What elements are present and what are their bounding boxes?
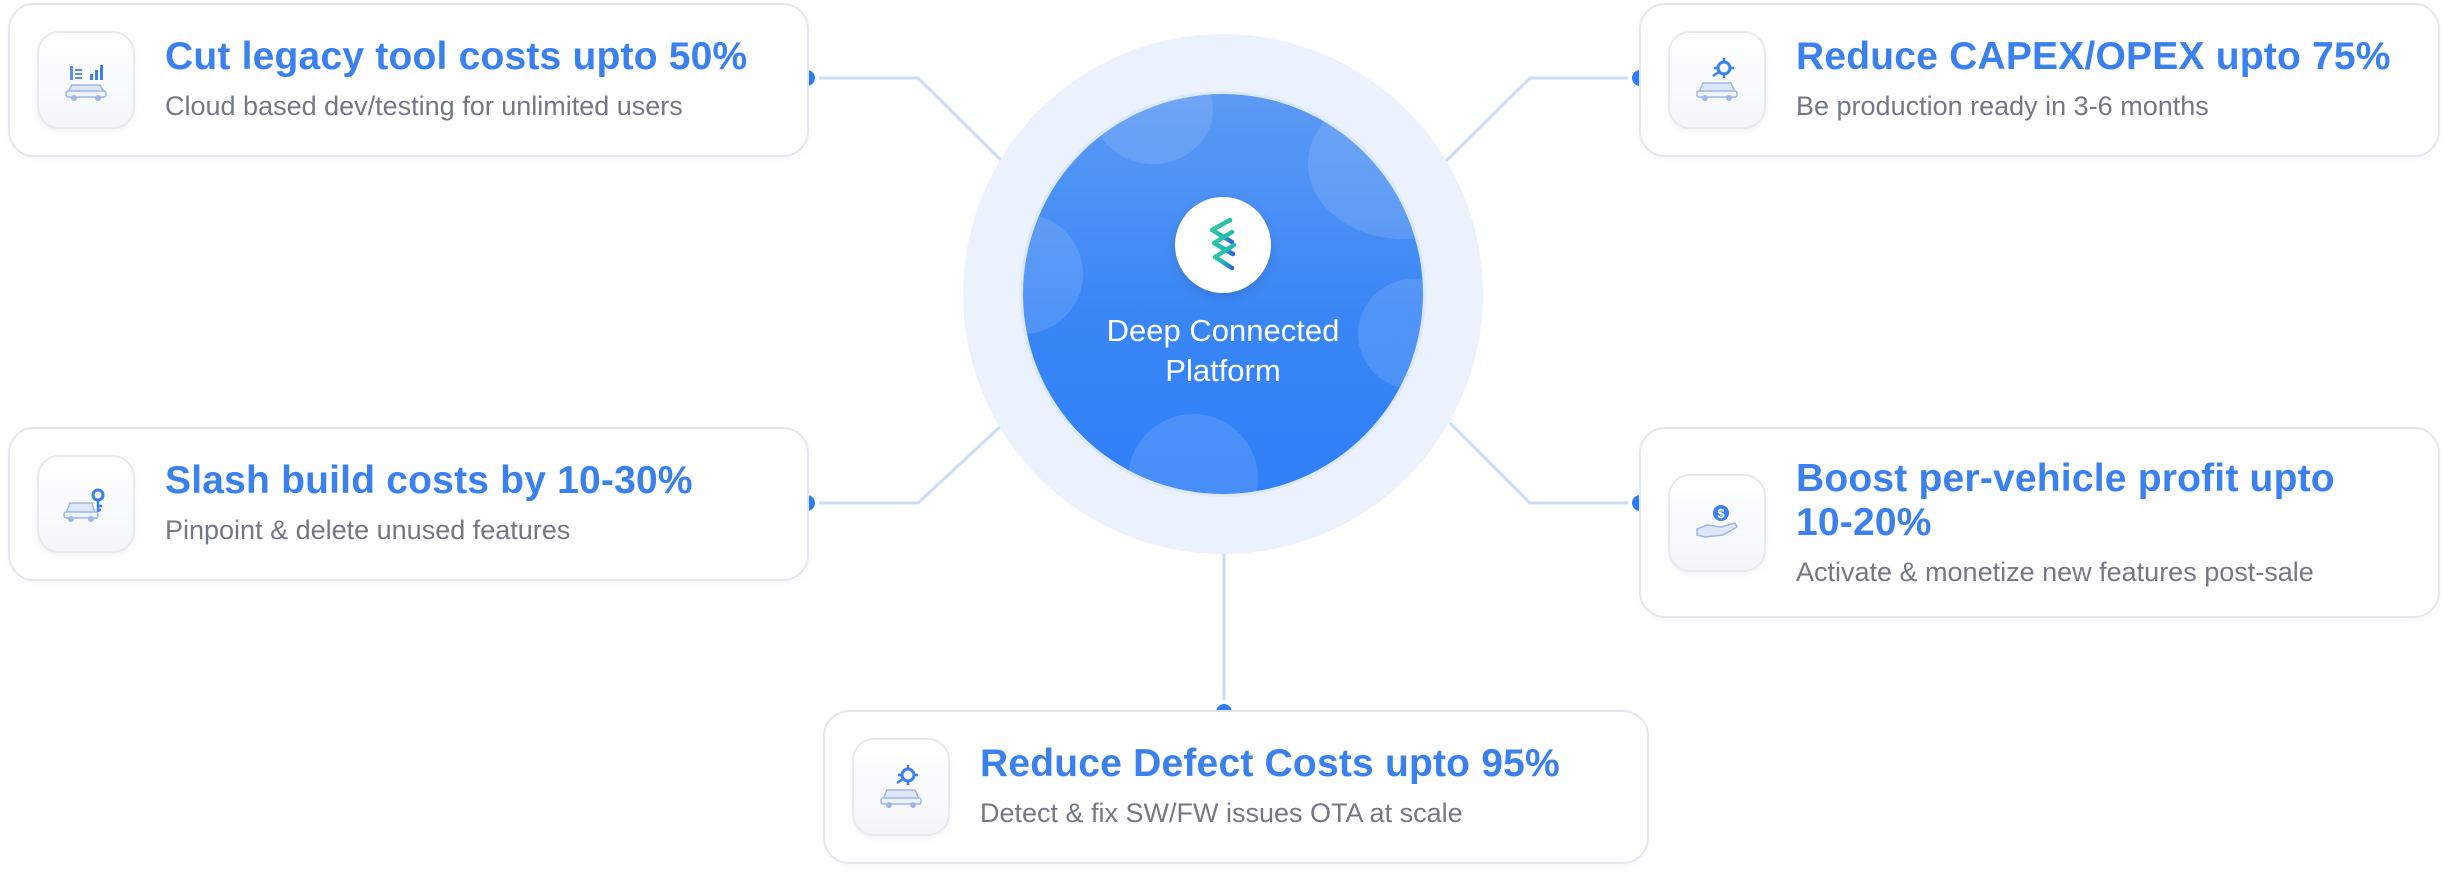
benefit-title: Reduce CAPEX/OPEX upto 75%	[1796, 35, 2391, 78]
connector-legacy	[805, 76, 1005, 164]
platform-hub: Deep Connected Platform	[1023, 94, 1423, 494]
platform-title-line2: Platform	[1165, 353, 1281, 388]
connector-profit	[1449, 422, 1642, 505]
benefit-subtitle: Pinpoint & delete unused features	[165, 515, 571, 545]
hand-coin-icon: $	[1696, 504, 1738, 538]
benefit-card-legacy: Cut legacy tool costs upto 50% Cloud bas…	[8, 3, 809, 157]
benefit-icon-box: $	[1668, 473, 1766, 572]
benefit-title: Cut legacy tool costs upto 50%	[165, 35, 748, 78]
benefit-icon-box	[852, 738, 950, 836]
benefit-subtitle: Be production ready in 3-6 months	[1796, 91, 2209, 121]
platform-title-line1: Deep Connected	[1106, 313, 1340, 348]
car-gear-icon	[1696, 58, 1738, 101]
car-gear-icon	[880, 765, 922, 808]
connector-capex	[1445, 76, 1642, 162]
benefit-subtitle: Detect & fix SW/FW issues OTA at scale	[980, 798, 1463, 828]
car-analytics-icon	[65, 65, 107, 101]
svg-text:$: $	[1717, 506, 1725, 521]
stacked-s-logo-icon	[1209, 217, 1237, 271]
benefit-icon-box	[1668, 31, 1766, 129]
benefit-icon-box	[37, 31, 135, 129]
car-key-icon	[63, 488, 105, 522]
benefit-card-build: Slash build costs by 10-30% Pinpoint & d…	[8, 427, 809, 581]
platform-logo	[1175, 197, 1271, 293]
benefit-card-capex: Reduce CAPEX/OPEX upto 75% Be production…	[1639, 3, 2440, 157]
benefit-subtitle: Activate & monetize new features post-sa…	[1796, 557, 2314, 587]
benefit-card-profit: $ Boost per-vehicle profit upto 10-20% A…	[1639, 427, 2440, 618]
benefit-title: Reduce Defect Costs upto 95%	[980, 742, 1560, 785]
benefit-subtitle: Cloud based dev/testing for unlimited us…	[165, 91, 683, 121]
benefit-title-line1: Boost per-vehicle profit upto	[1796, 457, 2335, 500]
benefit-icon-box	[37, 455, 135, 553]
benefit-title-line2: 10-20%	[1796, 501, 1932, 544]
benefit-title: Slash build costs by 10-30%	[165, 459, 693, 502]
benefit-card-defect: Reduce Defect Costs upto 95% Detect & fi…	[823, 710, 1649, 864]
benefit-title: Boost per-vehicle profit upto 10-20%	[1796, 457, 2418, 545]
connector-build	[805, 422, 1005, 505]
platform-title: Deep Connected Platform	[1023, 311, 1423, 391]
